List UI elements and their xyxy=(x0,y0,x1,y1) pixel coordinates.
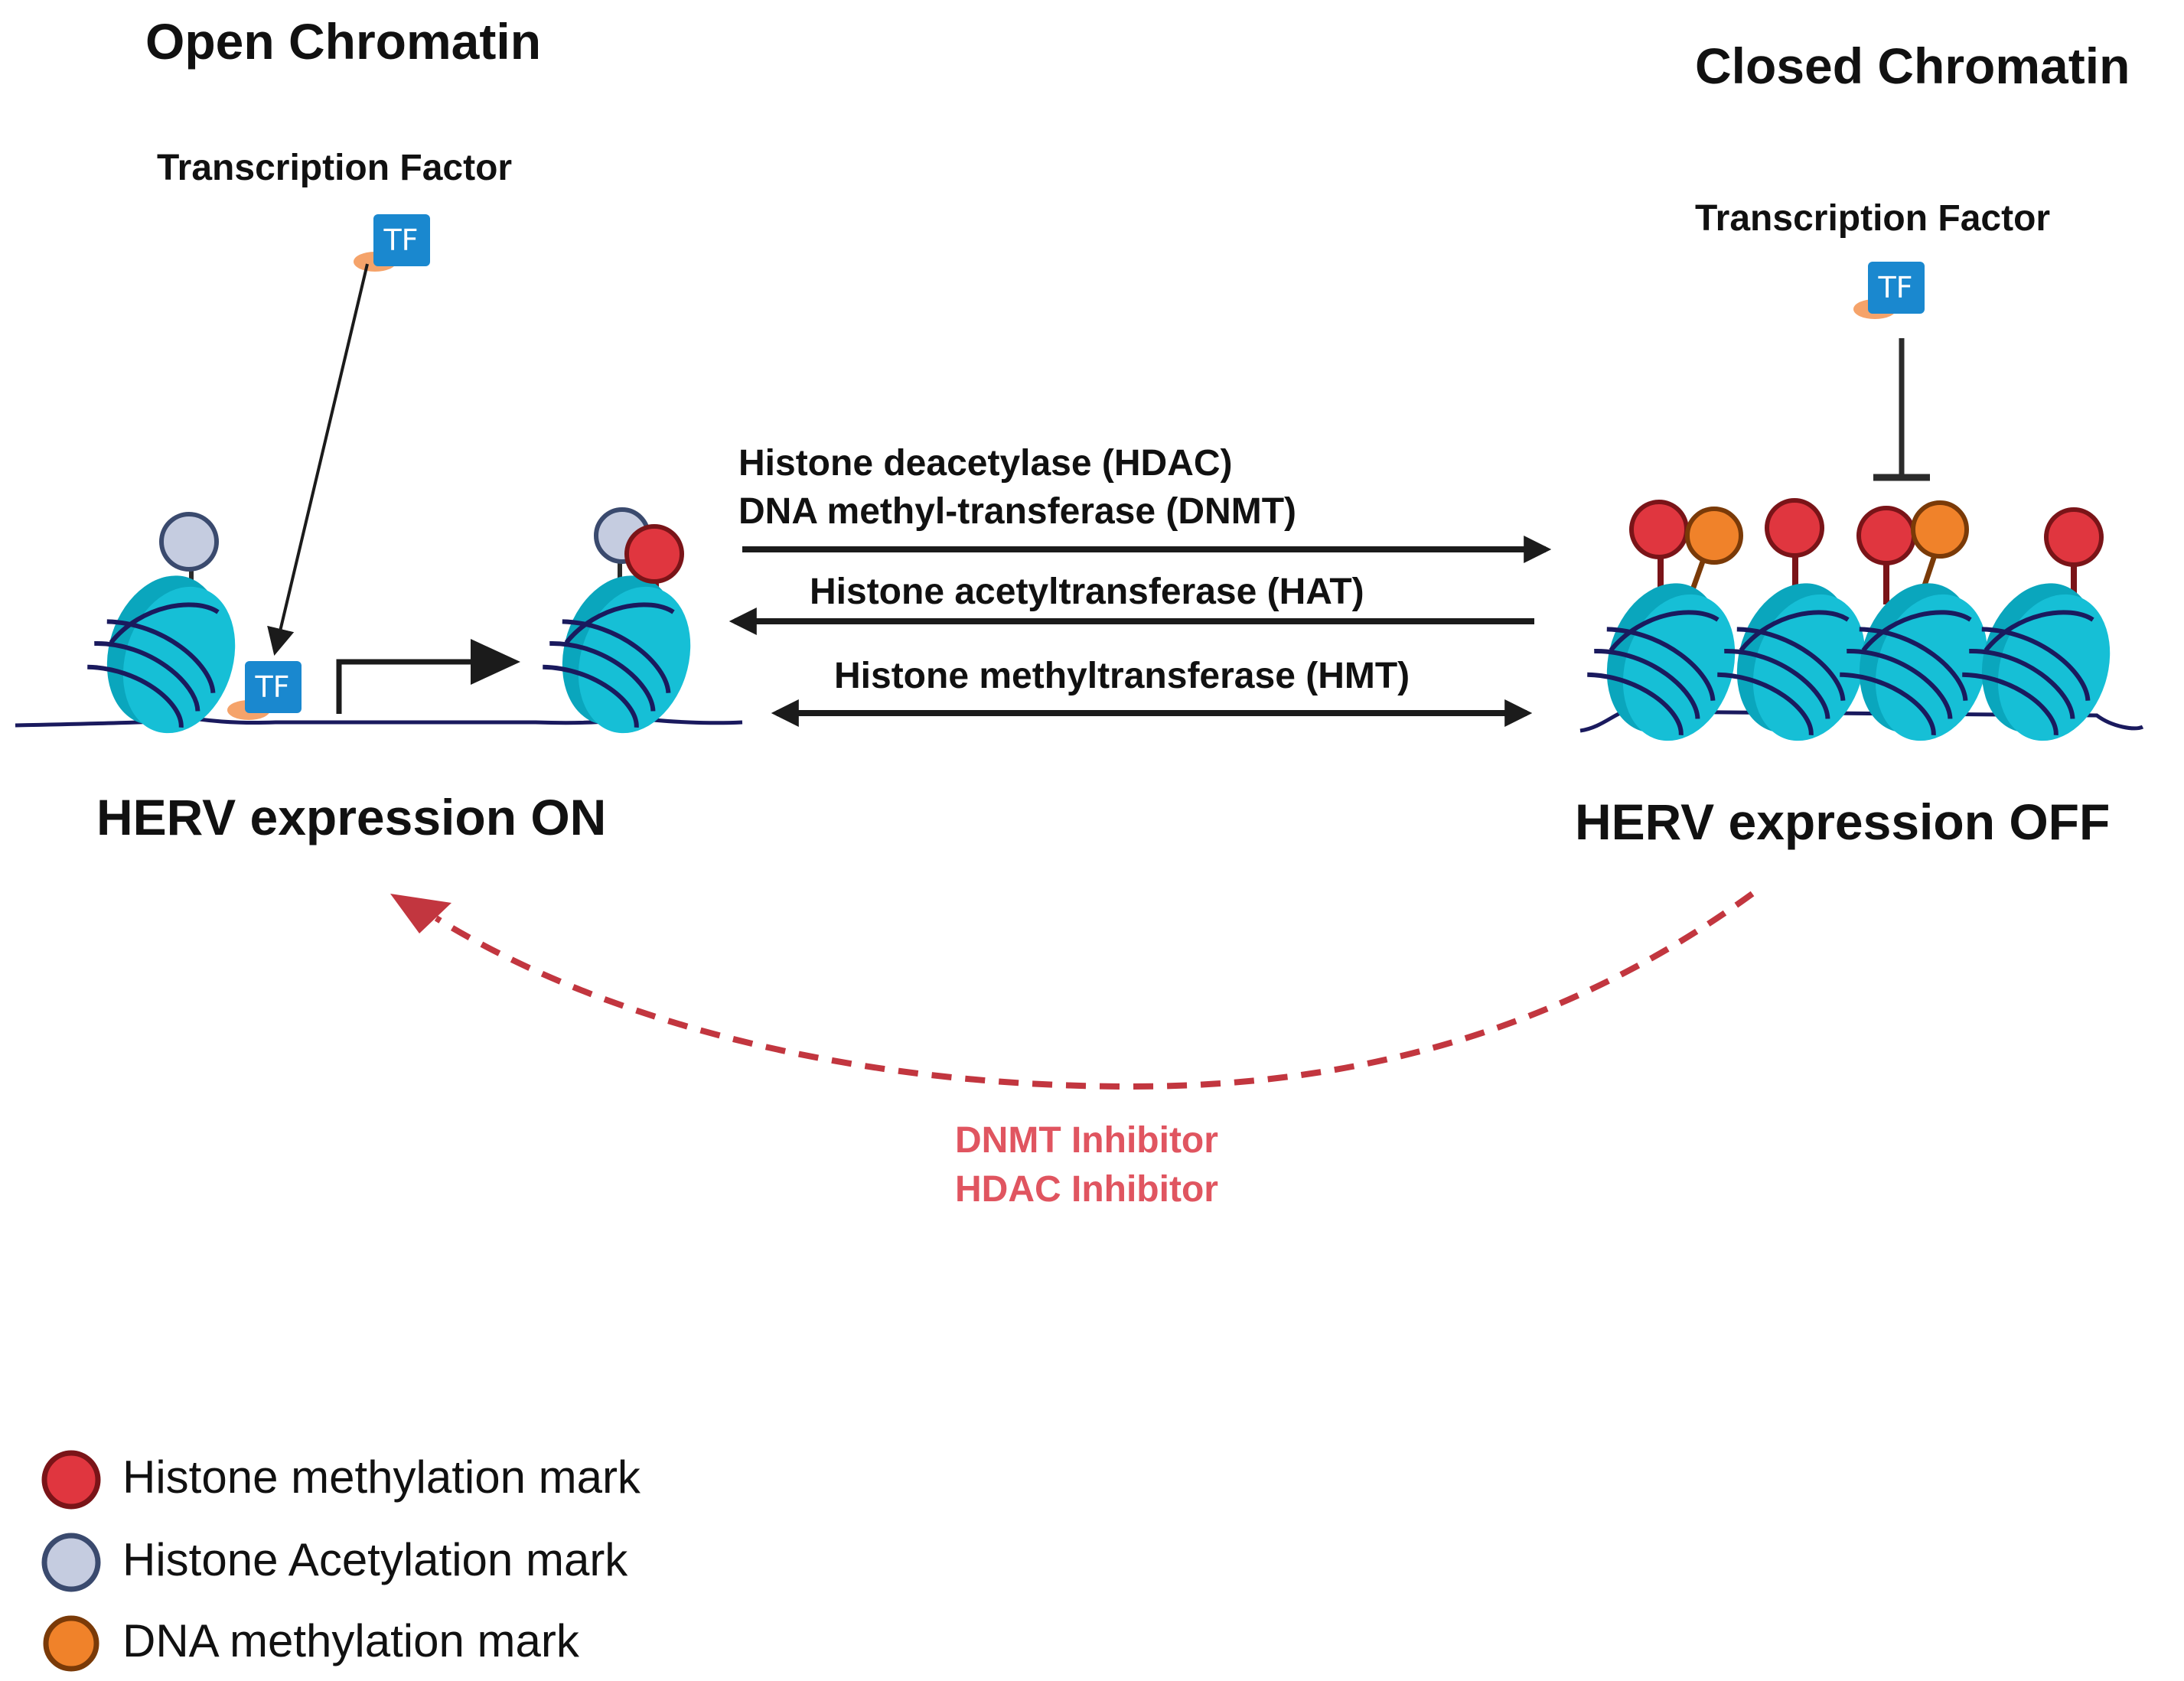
histone-methylation-mark xyxy=(2044,507,2104,567)
dnmt-inhibitor-label: DNMT Inhibitor xyxy=(955,1120,1218,1161)
nucleosome xyxy=(1840,568,2006,760)
tf-badge-text: TF xyxy=(383,223,419,257)
tf-badge-text: TF xyxy=(1878,271,1913,305)
herv-off-label: HERV expression OFF xyxy=(1575,793,2111,850)
hdac-inhibitor-label: HDAC Inhibitor xyxy=(955,1169,1218,1210)
dna-methylation-mark xyxy=(1685,507,1743,565)
nucleosome xyxy=(1962,568,2128,760)
legend-label-dna-methylation: DNA methylation mark xyxy=(122,1615,579,1666)
inhibitor-arrowhead xyxy=(390,894,451,933)
legend-marker-histone-methylation xyxy=(41,1450,101,1510)
histone-methylation-mark xyxy=(1765,498,1824,558)
open-tf-label: Transcription Factor xyxy=(157,148,513,188)
hmt-label: Histone methyltransferase (HMT) xyxy=(834,656,1410,696)
legend-label-histone-acetylation: Histone Acetylation mark xyxy=(122,1534,628,1585)
tf-box xyxy=(373,214,430,266)
hdac-label: Histone deacetylase (HDAC) xyxy=(738,443,1233,484)
histone-methylation-mark xyxy=(624,524,684,584)
closed-tf-label: Transcription Factor xyxy=(1695,198,2051,239)
tf-box xyxy=(245,661,302,713)
transcription-start-arrow xyxy=(336,659,474,714)
hat-label: Histone acetyltransferase (HAT) xyxy=(810,572,1364,612)
nucleosome xyxy=(1717,568,1883,760)
acetylation-mark xyxy=(159,512,219,572)
legend-marker-dna-methylation xyxy=(43,1615,99,1672)
open-dna-strand xyxy=(15,715,743,728)
dnmt-label: DNA methyl-transferase (DNMT) xyxy=(738,491,1296,532)
tf-badge-text: TF xyxy=(255,670,290,704)
dna-methylation-mark xyxy=(1911,500,1969,559)
histone-methylation-mark xyxy=(1856,506,1916,565)
nucleosome xyxy=(1587,568,1753,760)
inhibitor-reactivation-arrow xyxy=(434,891,1755,1090)
legend-label-histone-methylation: Histone methylation mark xyxy=(122,1451,641,1503)
closed-chromatin-title: Closed Chromatin xyxy=(1695,37,2130,94)
tf-box xyxy=(1868,262,1925,314)
histone-methylation-mark xyxy=(1629,500,1689,559)
herv-on-label: HERV expression ON xyxy=(96,789,607,845)
tf-binding-arrow xyxy=(267,263,369,656)
legend-marker-histone-acetylation xyxy=(41,1533,101,1592)
open-chromatin-title: Open Chromatin xyxy=(145,13,542,70)
